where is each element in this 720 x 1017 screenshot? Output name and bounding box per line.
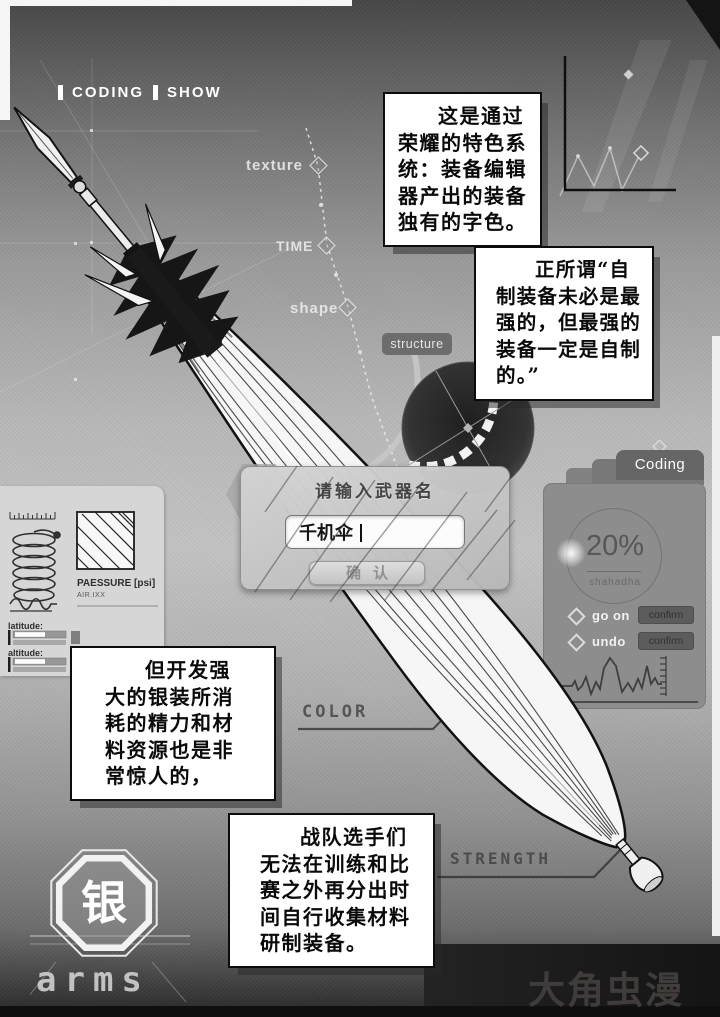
undo-confirm-button[interactable]: confirm xyxy=(638,632,694,650)
speech-bubble: 这是通过荣耀的特色系统：装备编辑器产出的装备独有的字色。 xyxy=(383,92,542,247)
shape-label: shape xyxy=(290,300,339,317)
arms-logo: arms xyxy=(36,960,150,1000)
weapon-name-input[interactable]: 千机伞 xyxy=(285,515,465,549)
tab-coding[interactable]: Coding xyxy=(616,450,704,480)
waveform-graph xyxy=(556,656,698,703)
progress-percent: 20% xyxy=(585,530,645,562)
altitude-label: altitude: xyxy=(8,648,43,658)
confirm-button[interactable]: 确认 xyxy=(309,561,425,585)
speech-bubble: 但开发强大的银装所消耗的精力和材料资源也是非常惊人的， xyxy=(70,646,276,801)
latitude-label: latitude: xyxy=(8,621,43,631)
texture-label: texture xyxy=(246,157,304,174)
dialog-title: 请输入武器名 xyxy=(315,482,435,501)
weapon-name-dialog: 请输入武器名 千机伞 确认 xyxy=(240,466,510,590)
watermark: 大角虫漫画 xyxy=(528,968,684,1012)
structure-chip[interactable]: structure xyxy=(382,333,452,355)
speech-bubble: 正所谓“自制装备未必是最强的，但最强的装备一定是自制的。” xyxy=(474,246,654,401)
speech-bubble: 战队选手们无法在训练和比赛之外再分出时间自行收集材料研制装备。 xyxy=(228,813,435,968)
bottom-black-strip xyxy=(0,1006,720,1017)
undo-label: undo xyxy=(592,634,626,649)
go-on-row: go on confirm xyxy=(560,606,700,626)
header-bar-icon xyxy=(153,85,158,100)
pressure-label: PAESSURE [psi] xyxy=(77,578,156,589)
waveform-ruler xyxy=(660,656,667,696)
silver-badge-glyph: 银 xyxy=(81,876,127,930)
gauge-caption: shahadha xyxy=(589,577,641,588)
bubble-text: 战队选手们无法在训练和比赛之外再分出时间自行收集材料研制装备。 xyxy=(260,825,411,955)
bubble-text: 这是通过荣耀的特色系统：装备编辑器产出的装备独有的字色。 xyxy=(398,104,527,234)
text-cursor xyxy=(360,524,362,542)
go-on-confirm-button[interactable]: confirm xyxy=(638,606,694,624)
page-margin xyxy=(712,336,720,936)
time-label: TIME xyxy=(276,238,314,254)
header-show-label: SHOW xyxy=(167,84,222,101)
header-coding-label: CODING xyxy=(72,84,144,101)
airlock-sublabel: AIR.IXX xyxy=(77,592,106,599)
coding-show-header: CODING SHOW xyxy=(58,84,222,101)
go-on-label: go on xyxy=(592,608,630,623)
color-label: COLOR xyxy=(302,702,369,722)
bubble-text: 正所谓“自制装备未必是最强的，但最强的装备一定是自制的。” xyxy=(496,258,641,387)
gauge-divider xyxy=(587,571,641,572)
weapon-name-value: 千机伞 xyxy=(299,523,353,543)
page-margin xyxy=(0,0,352,6)
bubble-text: 但开发强大的银装所消耗的精力和材料资源也是非常惊人的， xyxy=(105,658,234,788)
page-margin xyxy=(0,0,10,120)
diamond-bullet-icon xyxy=(567,607,586,626)
header-bar-icon xyxy=(58,85,63,100)
undo-row: undo confirm xyxy=(560,632,700,652)
corner-triangle xyxy=(686,0,720,50)
diamond-bullet-icon xyxy=(567,633,586,652)
strength-label: STRENGTH xyxy=(450,849,552,868)
